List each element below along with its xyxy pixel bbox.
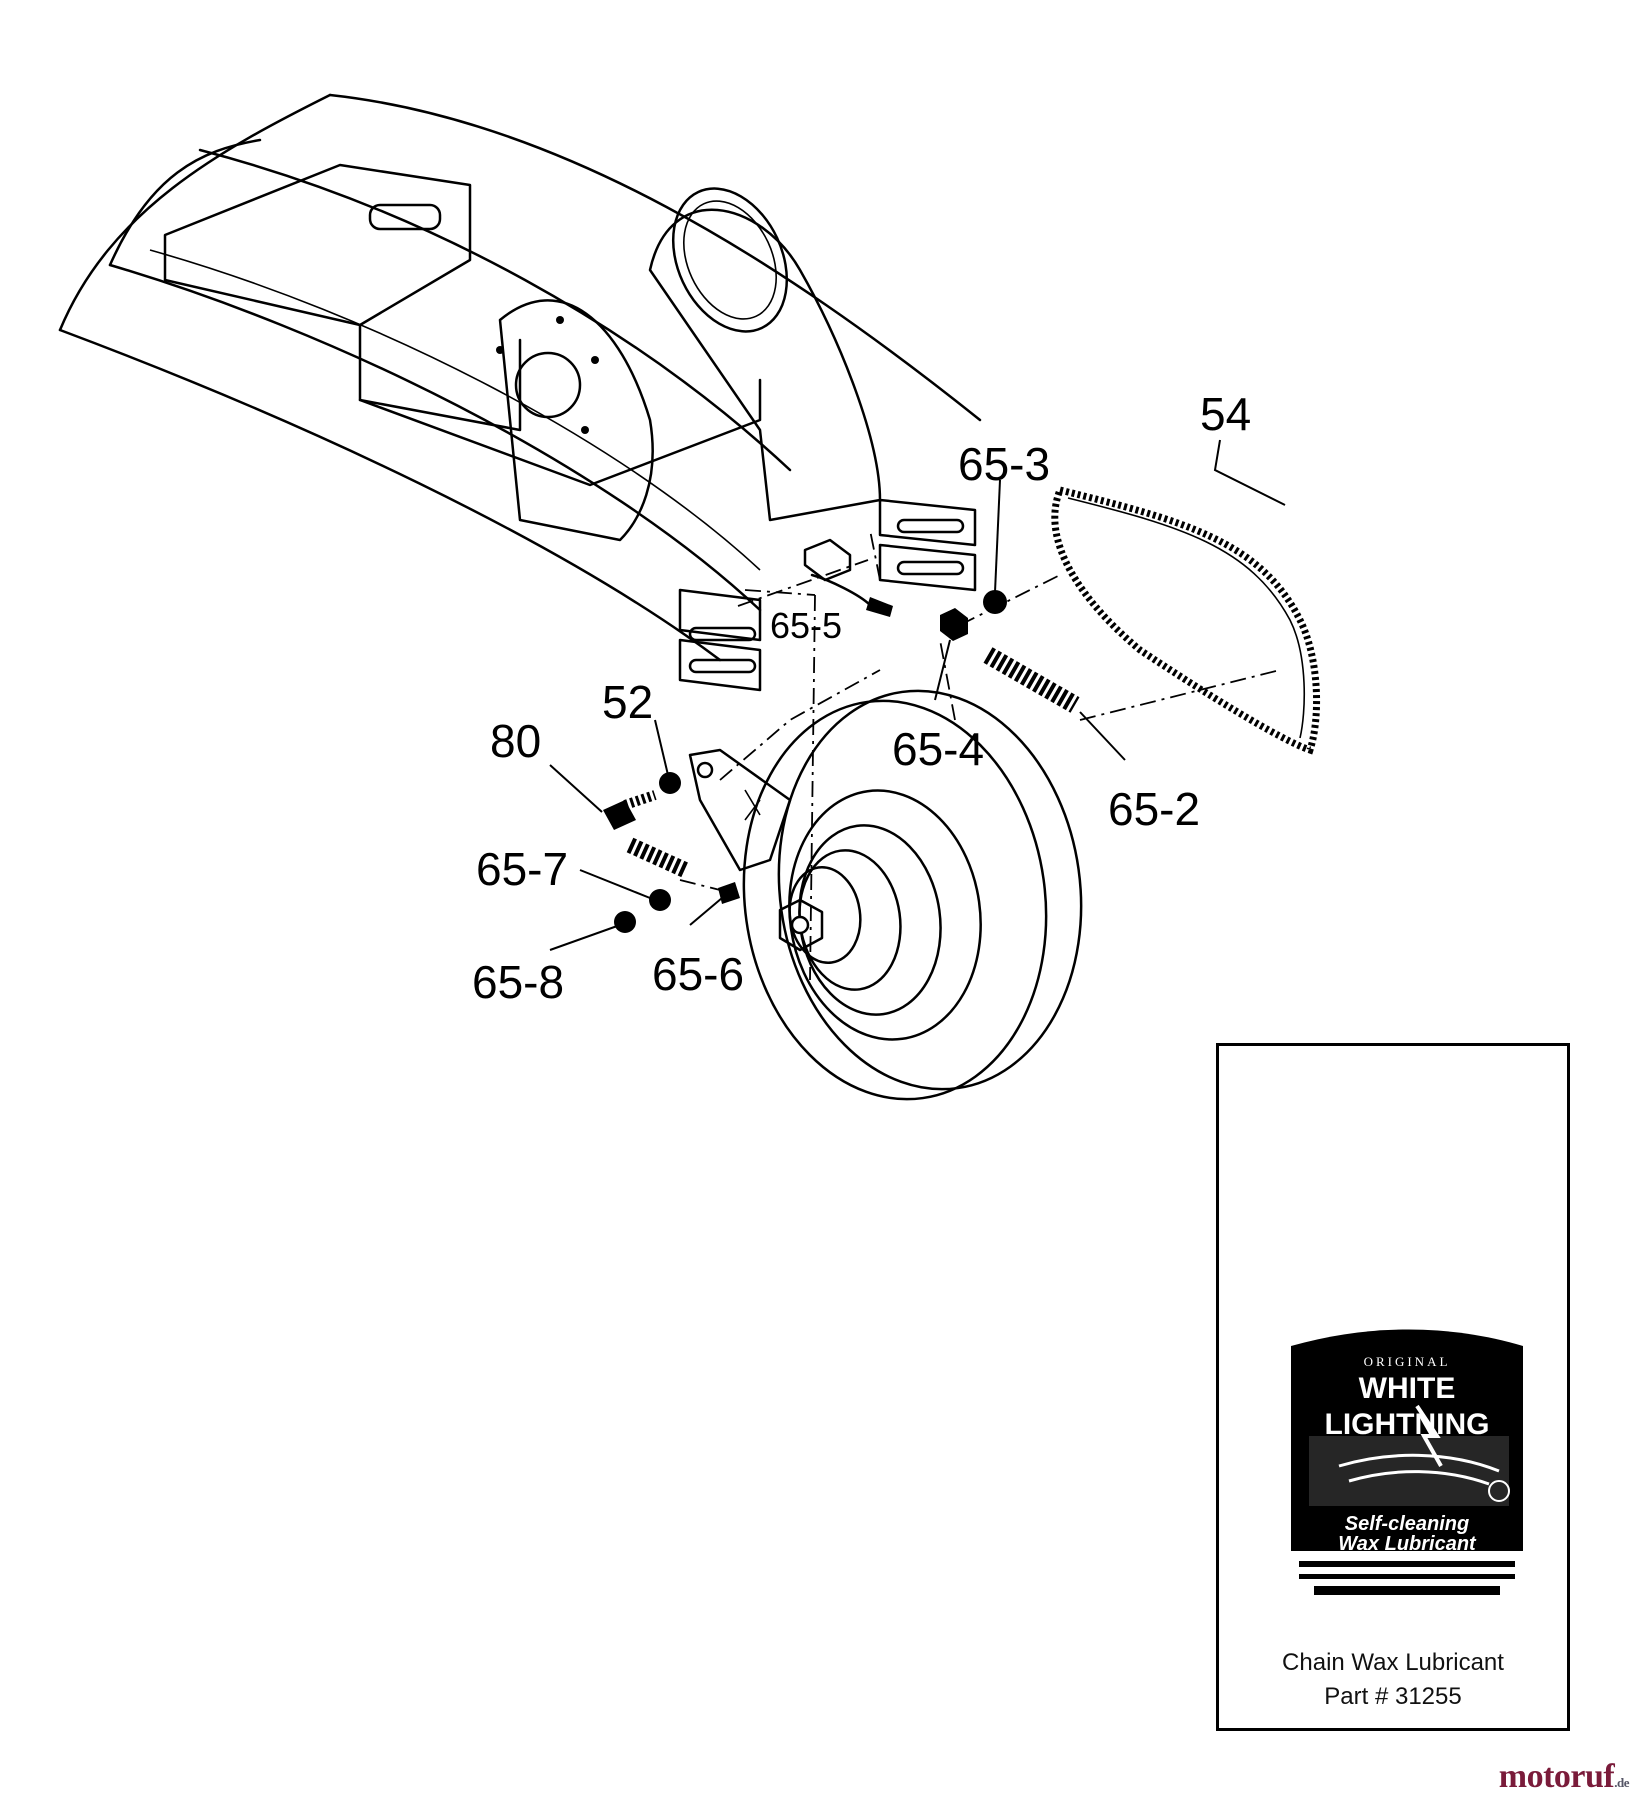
label-brand-top: ORIGINAL	[1364, 1354, 1451, 1369]
label-tag-line2: Wax Lubricant	[1338, 1533, 1477, 1555]
cyclist-icon	[1488, 1480, 1510, 1502]
leader-lines	[549, 439, 1286, 951]
product-part-number: Part # 31255	[1324, 1683, 1462, 1710]
callout-65-3: 65-3	[958, 438, 1050, 490]
label-brand-line2: LIGHTNING	[1325, 1408, 1490, 1441]
watermark-brand: motoruf	[1498, 1758, 1615, 1795]
callout-80: 80	[490, 715, 541, 767]
hardware-parts	[603, 573, 1080, 933]
callout-65-2: 65-2	[1108, 783, 1200, 835]
frame-assembly	[58, 93, 982, 692]
label-tag-line1: Self-cleaning	[1345, 1513, 1469, 1535]
drive-chain	[1051, 485, 1321, 755]
watermark-suffix: .de	[1614, 1775, 1629, 1790]
callout-65-6: 65-6	[652, 948, 744, 1000]
callout-65-4: 65-4	[892, 723, 984, 775]
callout-65-8: 65-8	[472, 956, 564, 1008]
watermark-logo[interactable]: motoruf.de	[1498, 1758, 1630, 1796]
callout-65-7: 65-7	[476, 843, 568, 895]
product-inset-box: ORIGINAL WHITE LIGHTNING Self-cleaning W…	[1216, 1043, 1570, 1731]
callout-52: 52	[602, 676, 653, 728]
callout-54: 54	[1200, 388, 1251, 440]
lubricant-bottle-label: ORIGINAL WHITE LIGHTNING Self-cleaning W…	[1291, 1329, 1523, 1616]
label-brand-line1: WHITE	[1359, 1372, 1456, 1405]
callout-labels: 54 65-3 65-5 52 80 65-4 65-2 65-7 65-8 6…	[472, 388, 1251, 1008]
product-name: Chain Wax Lubricant	[1282, 1649, 1504, 1676]
callout-65-5: 65-5	[770, 605, 842, 646]
product-caption: Chain Wax Lubricant Part # 31255	[1219, 1646, 1567, 1714]
tensioner-wheel-assembly	[688, 689, 1083, 1101]
assembly-centerlines	[679, 529, 1281, 981]
